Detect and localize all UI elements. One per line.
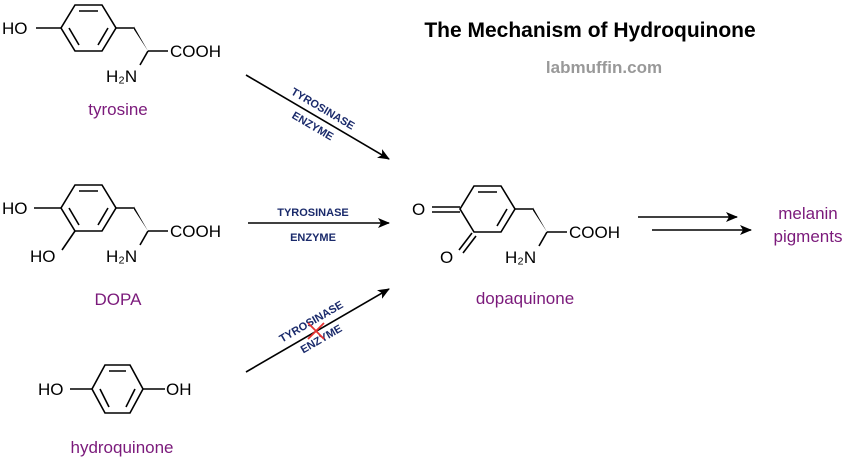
arrow2-line1: TYROSINASE (277, 207, 349, 219)
dopaquinone-o-top-label: O (412, 200, 425, 219)
melanin-label-line1: melanin (778, 204, 838, 223)
site-label: labmuffin.com (546, 58, 662, 77)
red-x-icon (307, 322, 325, 340)
arrow-tyrosine-to-dopaquinone: TYROSINASE ENZYME (245, 74, 390, 160)
hydroquinone-structure: HO OH (38, 364, 192, 414)
arrow-dopa-to-dopaquinone: TYROSINASE ENZYME (248, 207, 390, 244)
arrow-hydroquinone-blocked: TYROSINASE ENZYME (245, 288, 390, 373)
dopa-nh2-label: H₂N (106, 247, 137, 266)
arrow-dopaquinone-to-melanin (638, 212, 752, 235)
tyrosine-name: tyrosine (88, 100, 148, 119)
dopaquinone-ring (459, 185, 516, 233)
dopa-ho-bottom-label: HO (30, 247, 56, 266)
hydroquinone-ring (91, 364, 144, 414)
dopa-cooh-label: COOH (170, 222, 221, 241)
tyrosine-nh2-label: H₂N (106, 67, 137, 86)
hydroquinone-name: hydroquinone (70, 438, 173, 457)
dopaquinone-cooh-label: COOH (569, 223, 620, 242)
dopa-structure: HO HO COOH H₂N (2, 184, 221, 266)
tyrosine-cooh-label: COOH (170, 42, 221, 61)
dopaquinone-o-bottom-label: O (440, 248, 453, 267)
dopaquinone-name: dopaquinone (476, 289, 574, 308)
dopa-name: DOPA (95, 290, 143, 309)
dopa-ho-top-label: HO (2, 199, 28, 218)
hydroquinone-ho-label: HO (38, 380, 64, 399)
arrow2-line2: ENZYME (290, 232, 336, 244)
tyrosine-ho-label: HO (2, 19, 28, 38)
tyrosine-structure: HO COOH H₂N (2, 4, 221, 86)
hydroquinone-oh-label: OH (166, 380, 192, 399)
dopaquinone-nh2-label: H₂N (505, 248, 536, 267)
melanin-label-line2: pigments (774, 227, 843, 246)
dopaquinone-structure: O O COOH H₂N (412, 185, 620, 267)
page-title: The Mechanism of Hydroquinone (424, 19, 755, 42)
